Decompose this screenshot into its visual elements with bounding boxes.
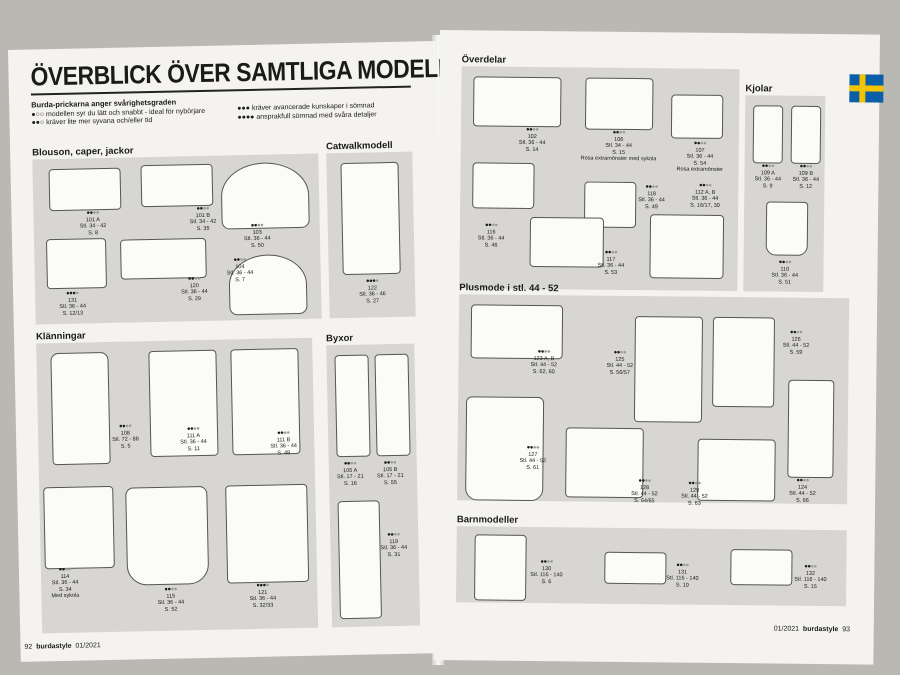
garment-117 — [529, 216, 605, 268]
garment-109b — [790, 105, 822, 164]
garment-105b — [374, 353, 411, 457]
garment-103 — [220, 161, 310, 230]
garment-132 — [730, 549, 793, 586]
section-title-kids: Barnmodeller — [456, 514, 519, 526]
garment-107 — [670, 94, 724, 139]
garment-129 — [697, 438, 776, 502]
garment-102 — [472, 76, 562, 128]
section-title-trousers: Byxor — [326, 332, 354, 345]
right-page: Överdelar Kjolar Plusmode i stl. 44 - 52… — [433, 30, 884, 665]
garment-101b — [140, 163, 214, 208]
footer-left: 92 burdastyle 01/2021 — [24, 642, 101, 651]
garment-116 — [472, 162, 535, 209]
garment-115 — [125, 485, 210, 586]
garment-119 — [337, 500, 382, 620]
section-title-catwalk: Catwalkmodell — [325, 139, 393, 153]
garment-108 — [50, 351, 111, 466]
garment-110 — [765, 201, 809, 256]
section-title-tops: Överdelar — [461, 54, 507, 66]
garment-124 — [787, 379, 835, 479]
garment-109a — [752, 105, 784, 164]
garment-105a — [334, 354, 371, 458]
garment-130 — [474, 534, 527, 601]
garment-114 — [43, 485, 115, 570]
garment-106 — [584, 77, 654, 131]
garment-122 — [340, 161, 401, 276]
legend-item-4: ●●●● ansprakfull sömnad med svåra detalj… — [237, 110, 377, 121]
section-title-plus: Plusmode i stl. 44 - 52 — [459, 282, 559, 295]
section-title-jackets: Blouson, caper, jackor — [32, 145, 134, 159]
garment-131 — [45, 237, 108, 290]
footer-right: 01/2021 burdastyle 93 — [773, 625, 851, 634]
legend-item-2: ●●○ kräver lite mer syvana och/eller tid — [31, 116, 153, 127]
garment-101a — [48, 167, 122, 212]
difficulty-legend: Burda-prickarna anger svårighetsgraden ●… — [31, 97, 205, 128]
garment-125 — [633, 316, 704, 423]
section-title-dresses: Klänningar — [35, 330, 86, 343]
page-title: ÖVERBLICK ÖVER SAMTLIGA MODELLER — [30, 52, 483, 92]
left-page: ÖVERBLICK ÖVER SAMTLIGA MODELLER Burda-p… — [8, 41, 482, 662]
section-title-skirts: Kjolar — [745, 83, 773, 95]
garment-126 — [712, 316, 776, 408]
garment-112 — [649, 214, 725, 279]
garment-120 — [119, 237, 207, 280]
swedish-flag-icon — [849, 74, 884, 103]
garment-131-kids — [604, 551, 667, 585]
difficulty-legend-right: ●●● kräver avancerade kunskaper i sömnad… — [237, 102, 376, 122]
garment-121 — [225, 483, 310, 584]
